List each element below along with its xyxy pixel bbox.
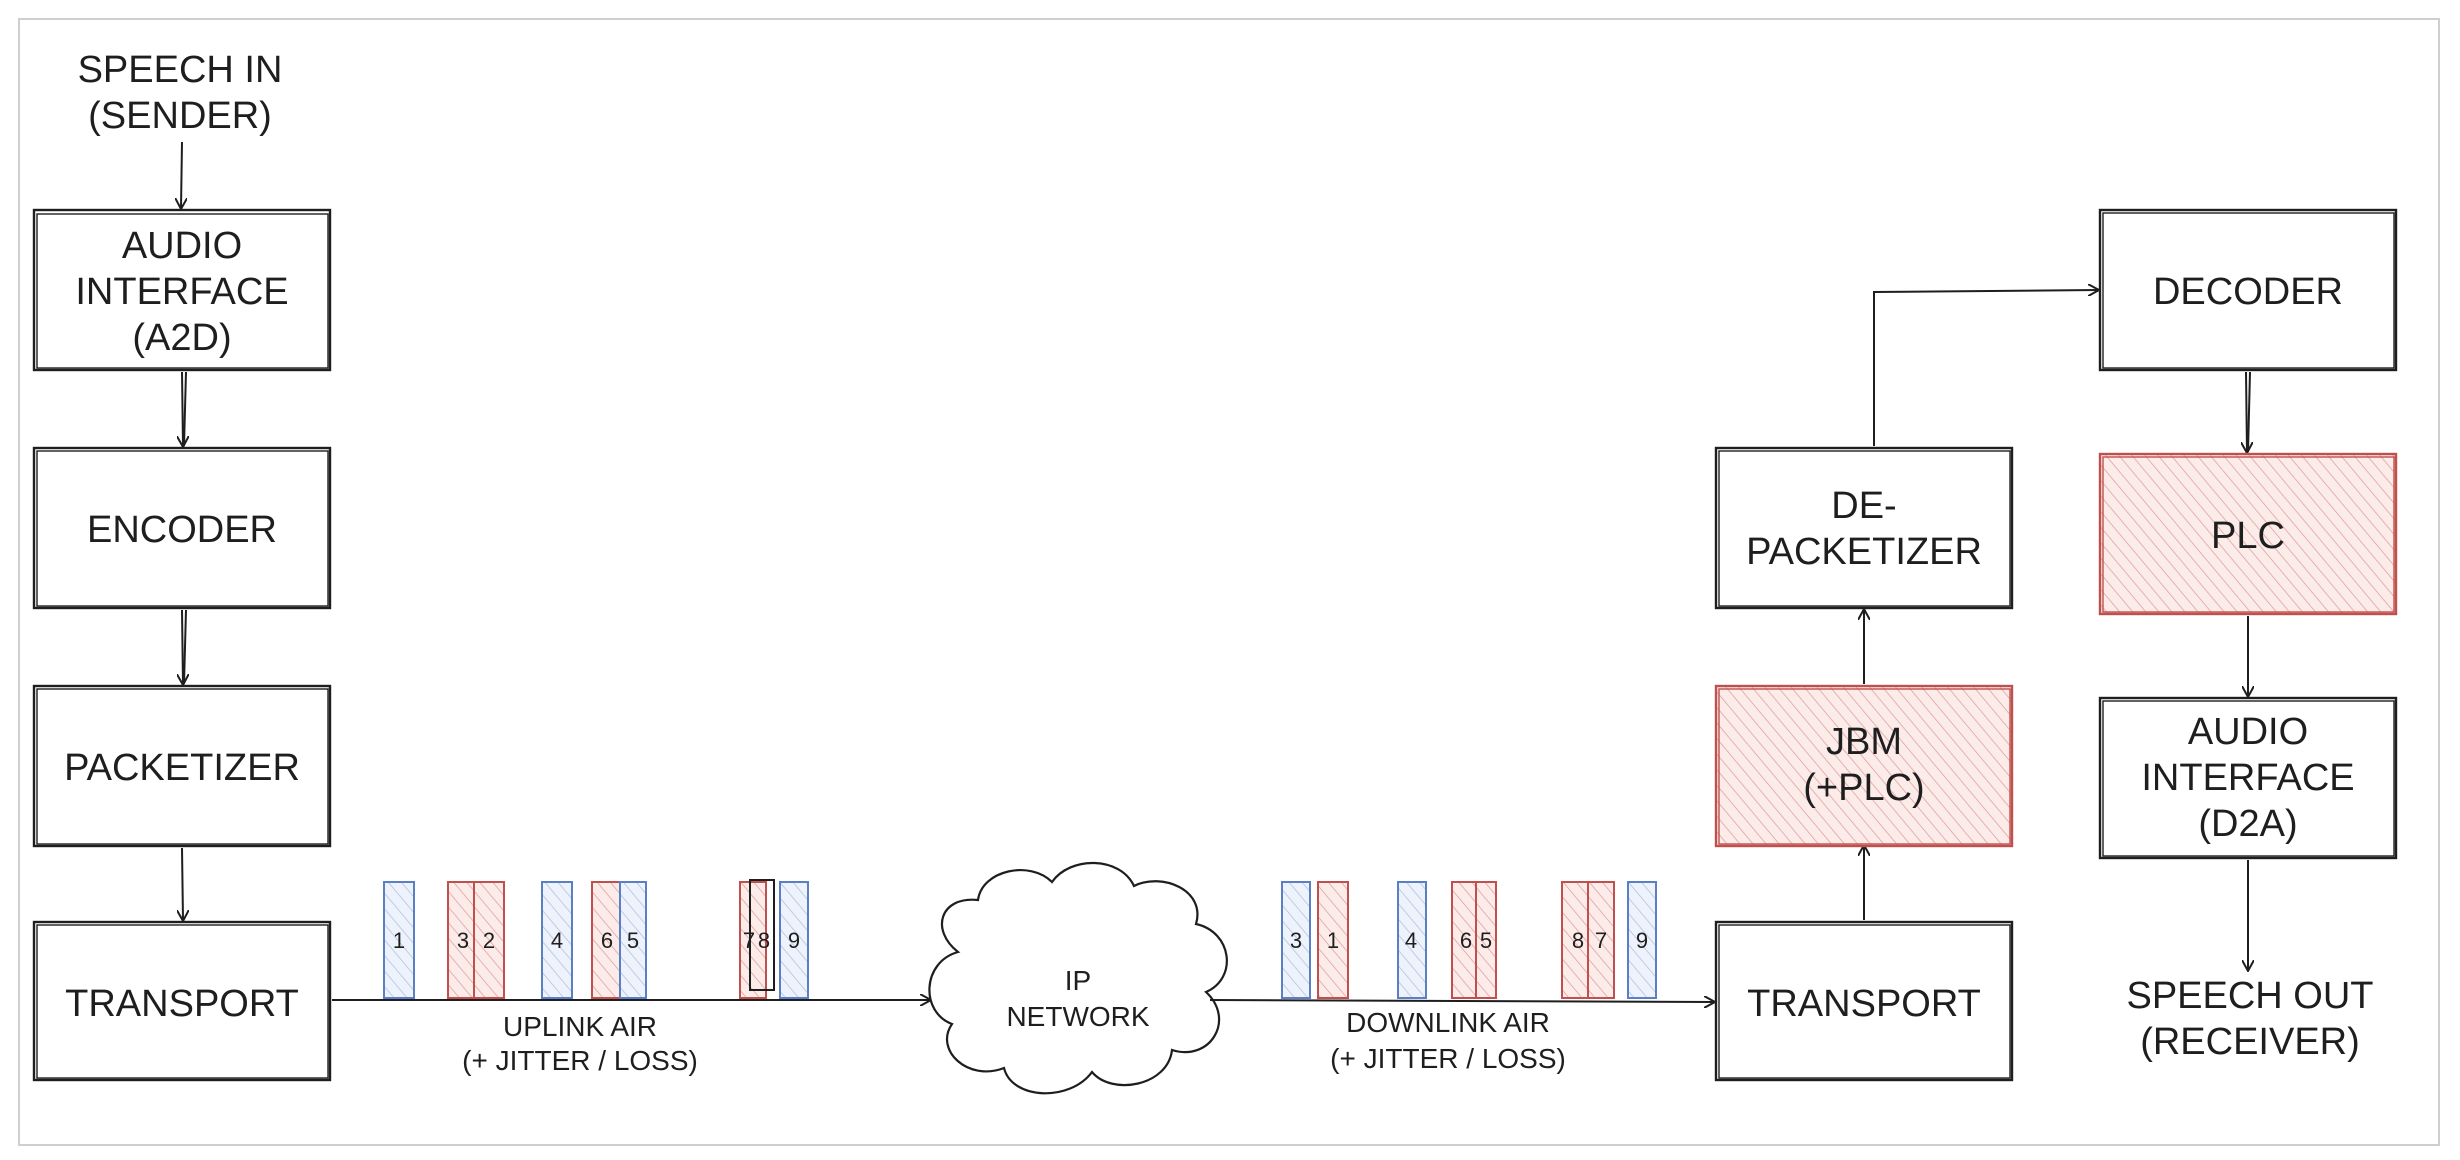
- downlink-label: DOWNLINK AIR (+ JITTER / LOSS): [1330, 1007, 1566, 1074]
- d2a-line-1: AUDIO: [2188, 711, 2308, 753]
- ip-network-line-2: NETWORK: [1006, 1001, 1149, 1032]
- svg-text:6: 6: [601, 928, 613, 953]
- downlink-arrow: [1209, 1000, 1714, 1002]
- decoder-label: DECODER: [2153, 271, 2343, 313]
- depacketizer-box: DE- PACKETIZER: [1714, 446, 2014, 610]
- plc-box: PLC: [2098, 452, 2398, 616]
- audio-interface-a2d-box: AUDIO INTERFACE (A2D): [32, 208, 332, 372]
- downlink-packet: 7: [1587, 881, 1615, 999]
- decoder-box: DECODER: [2098, 208, 2398, 372]
- svg-text:1: 1: [1327, 928, 1339, 953]
- sender-transport-box: TRANSPORT: [32, 920, 332, 1082]
- arrow-packetizer-to-transport: [182, 847, 183, 920]
- svg-text:2: 2: [483, 928, 495, 953]
- svg-text:9: 9: [1636, 928, 1648, 953]
- packetizer-label: PACKETIZER: [64, 747, 300, 789]
- uplink-line-1: UPLINK AIR: [503, 1011, 657, 1042]
- a2d-line-3: (A2D): [132, 317, 231, 359]
- jbm-box: JBM (+PLC): [1714, 684, 2014, 848]
- uplink-packet: 5: [619, 881, 647, 999]
- svg-text:3: 3: [1290, 928, 1302, 953]
- packetizer-box: PACKETIZER: [32, 684, 332, 848]
- arrow-a2d-to-encoder: [182, 371, 183, 446]
- svg-text:7: 7: [1595, 928, 1607, 953]
- uplink-packet: 9: [779, 881, 809, 999]
- uplink-packets: 1 3 2 4 6 5 7 8 9: [383, 879, 809, 999]
- uplink-packet: 4: [541, 881, 573, 999]
- svg-text:5: 5: [1480, 928, 1492, 953]
- encoder-label: ENCODER: [87, 509, 277, 551]
- svg-text:8: 8: [758, 928, 770, 953]
- diagram-frame: [18, 18, 2440, 1146]
- downlink-packet: 9: [1627, 881, 1657, 999]
- downlink-packet: 3: [1281, 881, 1311, 999]
- speech-in-line-2: (SENDER): [88, 95, 272, 137]
- svg-text:6: 6: [1460, 928, 1472, 953]
- svg-text:1: 1: [393, 928, 405, 953]
- svg-text:4: 4: [1405, 928, 1417, 953]
- svg-text:4: 4: [551, 928, 563, 953]
- downlink-line-2: (+ JITTER / LOSS): [1330, 1043, 1566, 1074]
- sender-transport-label: TRANSPORT: [65, 983, 299, 1025]
- downlink-packet: 4: [1397, 881, 1427, 999]
- jbm-line-1: JBM: [1826, 721, 1902, 763]
- receiver-transport-label: TRANSPORT: [1747, 983, 1981, 1025]
- downlink-packets: 3 1 4 6 5 8 7 9: [1281, 881, 1657, 999]
- downlink-packet: 1: [1317, 881, 1349, 999]
- uplink-packet: 2: [473, 881, 505, 999]
- uplink-line-2: (+ JITTER / LOSS): [462, 1045, 698, 1076]
- a2d-line-1: AUDIO: [122, 225, 242, 267]
- ip-network-line-1: IP: [1065, 965, 1091, 996]
- arrow-depacketizer-to-decoder: [1873, 290, 2098, 446]
- arrow-encoder-to-packetizer: [182, 609, 183, 684]
- downlink-packet: 5: [1475, 881, 1497, 999]
- speech-out-line-1: SPEECH OUT: [2126, 975, 2373, 1017]
- arrow-decoder-to-plc: [2246, 371, 2247, 452]
- ip-network-cloud: IP NETWORK: [928, 861, 1228, 1095]
- receiver-transport-box: TRANSPORT: [1714, 920, 2014, 1082]
- svg-text:5: 5: [627, 928, 639, 953]
- svg-text:9: 9: [788, 928, 800, 953]
- plc-label: PLC: [2211, 515, 2285, 557]
- depacketizer-line-1: DE-: [1831, 485, 1896, 527]
- downlink-line-1: DOWNLINK AIR: [1346, 1007, 1550, 1038]
- svg-text:3: 3: [457, 928, 469, 953]
- uplink-packet: 6: [591, 881, 623, 999]
- uplink-packet: 1: [383, 881, 415, 999]
- uplink-label: UPLINK AIR (+ JITTER / LOSS): [462, 1011, 698, 1076]
- d2a-line-3: (D2A): [2198, 803, 2297, 845]
- a2d-line-2: INTERFACE: [75, 271, 288, 313]
- speech-in-label: SPEECH IN (SENDER): [78, 49, 283, 137]
- uplink-packet: 8: [749, 879, 775, 991]
- audio-interface-d2a-box: AUDIO INTERFACE (D2A): [2098, 696, 2398, 860]
- arrow-speech-to-a2d: [181, 141, 182, 208]
- speech-in-line-1: SPEECH IN: [78, 49, 283, 91]
- speech-out-line-2: (RECEIVER): [2140, 1021, 2360, 1063]
- depacketizer-line-2: PACKETIZER: [1746, 531, 1982, 573]
- uplink-packet: 7: [739, 881, 767, 999]
- encoder-box: ENCODER: [32, 446, 332, 610]
- jbm-line-2: (+PLC): [1803, 767, 1924, 809]
- speech-out-label: SPEECH OUT (RECEIVER): [2126, 975, 2373, 1063]
- svg-text:8: 8: [1572, 928, 1584, 953]
- d2a-line-2: INTERFACE: [2141, 757, 2354, 799]
